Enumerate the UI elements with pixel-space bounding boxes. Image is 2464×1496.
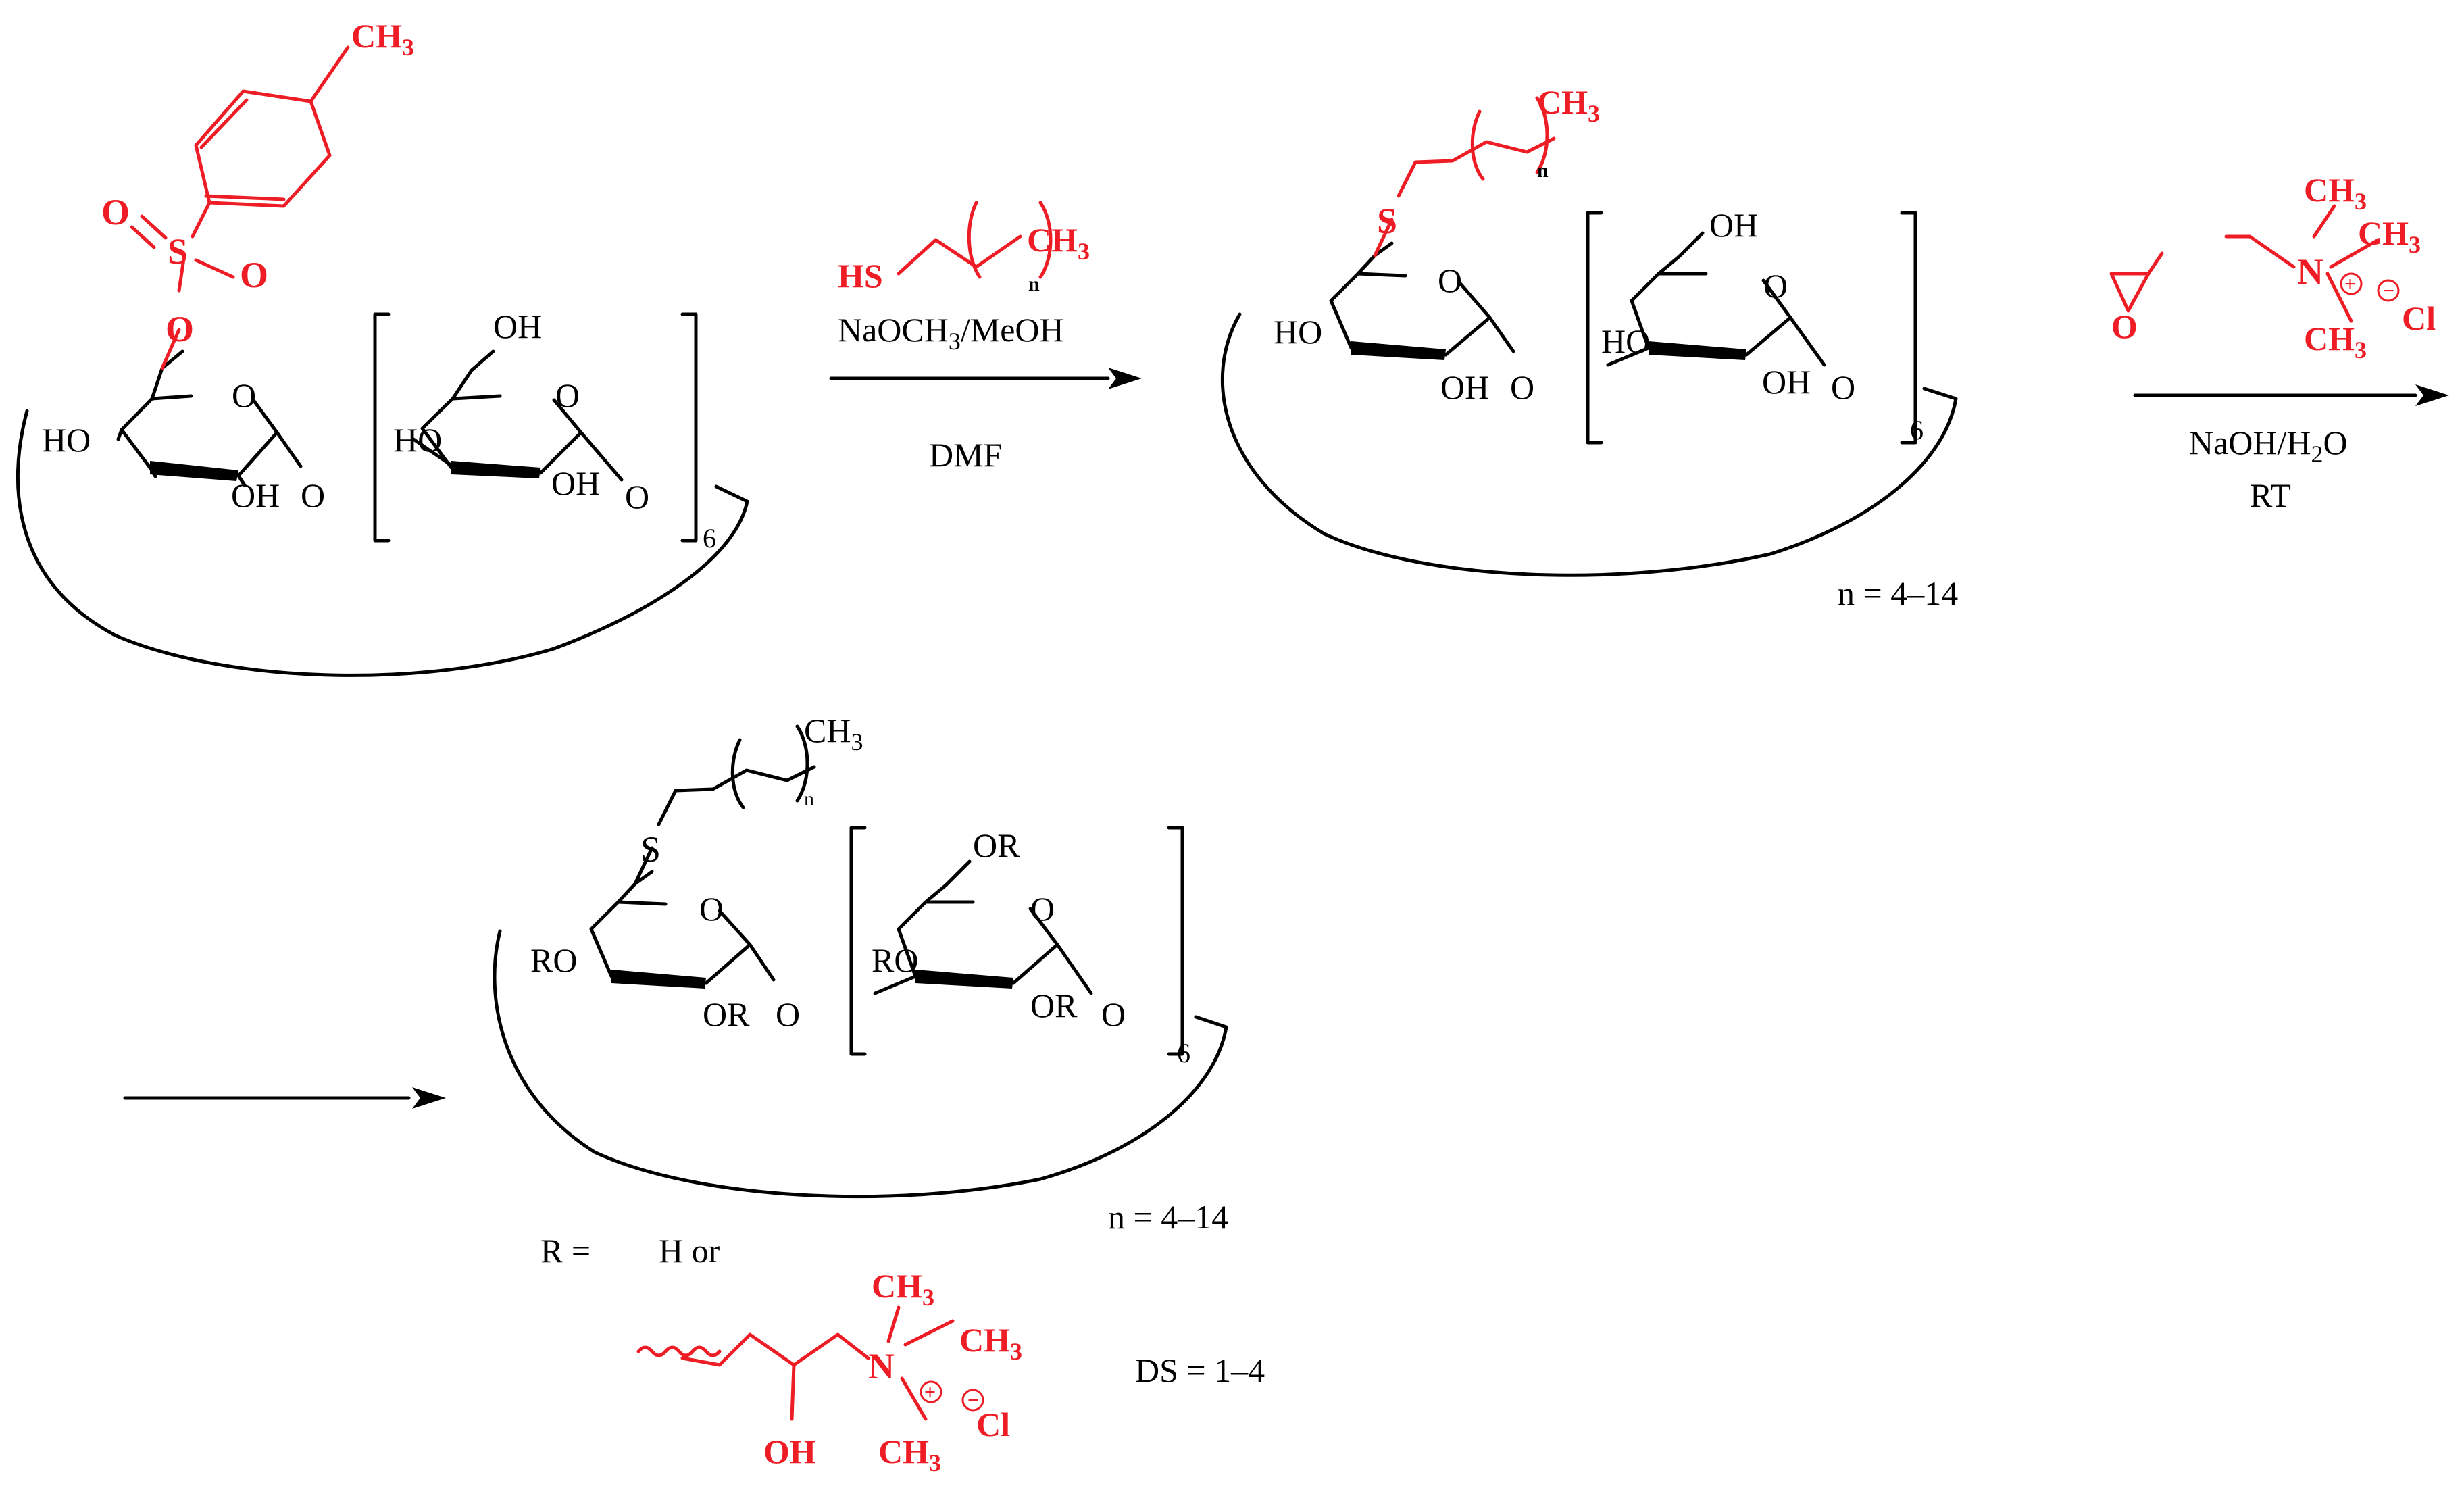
step-1-solvent: DMF xyxy=(929,436,1002,474)
step-2-reagent: NaOH/H2O xyxy=(2189,424,2348,468)
cation-charge-circle xyxy=(2340,272,2363,295)
chain-length-subscript: n xyxy=(804,788,814,810)
macrocycle-ring-3 xyxy=(493,929,1228,1199)
step-2-condition: RT xyxy=(2250,476,2291,514)
ring-oxygen: O xyxy=(699,890,724,928)
cationic-product: CH3 n S RO O OR O OR RO O OR O 6 n = 4–1… xyxy=(493,712,1228,1270)
hydroxyl-label: HO xyxy=(1274,313,1322,351)
hydroxyl-label: OH xyxy=(1762,363,1811,401)
ether-label: RO xyxy=(872,941,918,979)
methyl-label: CH3 xyxy=(351,17,414,61)
thiol-label: HS xyxy=(838,257,883,295)
sulfur-atom: S xyxy=(640,829,661,870)
chain-length-subscript: n xyxy=(1028,273,1040,295)
nitrogen-atom: N xyxy=(2297,251,2323,292)
hydroxyl-label: OH xyxy=(231,476,280,514)
step-3 xyxy=(123,1087,446,1109)
methyl-label: CH3 xyxy=(1537,83,1600,127)
glycosidic-oxygen: O xyxy=(776,995,800,1033)
degree-of-substitution-label: DS = 1–4 xyxy=(1135,1351,1265,1389)
hydroxyl-label: OH xyxy=(1440,368,1489,406)
cation-charge-circle xyxy=(920,1380,942,1403)
methyl-label: CH3 xyxy=(872,1267,934,1311)
ether-label: OR xyxy=(703,995,750,1033)
ether-label: RO xyxy=(530,941,577,979)
r-definition-label: R = xyxy=(540,1232,590,1270)
glucose-wedge-1b xyxy=(451,461,540,478)
tosyl-cyclodextrin: CH3 O S O O HO O OH O OH HO O OH O 6 xyxy=(16,17,749,677)
glycosidic-oxygen: O xyxy=(625,478,649,516)
wavy-attachment-bond xyxy=(636,1345,722,1357)
chloride-label: Cl xyxy=(2402,299,2436,337)
alkyl-chain-2 xyxy=(1373,96,1556,257)
repeat-count: 6 xyxy=(1177,1038,1190,1068)
macrocycle-ring-1 xyxy=(16,409,749,677)
ester-oxygen: O xyxy=(166,309,194,349)
anion-charge: − xyxy=(2383,280,2394,302)
step-2: O N CH3 CH3 CH3 + − Cl NaOH/H2O RT xyxy=(2109,171,2449,514)
cation-charge: + xyxy=(924,1381,936,1403)
hydroxyl-label: HO xyxy=(1601,322,1650,360)
methyl-label: CH3 xyxy=(2358,214,2421,258)
nitrogen-atom: N xyxy=(868,1346,895,1387)
thioether-cyclodextrin: S CH3 n HO O OH O OH HO O OH O 6 n = 4–1… xyxy=(1220,83,1958,612)
repeat-count: 6 xyxy=(1910,415,1924,445)
glycosidic-oxygen: O xyxy=(1101,995,1126,1033)
methyl-label: CH3 xyxy=(878,1432,941,1476)
sulfonyl-oxygen-1: O xyxy=(101,192,130,232)
methyl-label: CH3 xyxy=(959,1321,1022,1365)
glycosidic-oxygen: O xyxy=(301,476,325,514)
r-definition-value: H or xyxy=(659,1232,720,1270)
sulfonyl-oxygen-2: O xyxy=(240,255,268,295)
anion-charge-circle xyxy=(2377,279,2400,302)
chloride-label: Cl xyxy=(976,1405,1010,1443)
hydroxyl-label: OH xyxy=(763,1432,816,1470)
anion-charge: − xyxy=(967,1389,979,1412)
hydroxyl-label: HO xyxy=(42,421,91,459)
step-1-reagent: NaOCH3/MeOH xyxy=(838,311,1064,355)
glucose-wedge-1a xyxy=(150,461,238,481)
repeat-count: 6 xyxy=(703,523,716,553)
quaternary-ammonium-substituent: CH3 N CH3 CH3 + − Cl OH DS = 1–4 xyxy=(636,1267,1265,1476)
sulfur-atom: S xyxy=(168,231,188,272)
ether-label: OR xyxy=(973,826,1020,864)
hydroxyl-label: OH xyxy=(551,464,600,502)
tosyl-bonds xyxy=(130,45,350,370)
sulfur-atom: S xyxy=(1377,201,1397,241)
macrocycle-ring-2 xyxy=(1220,312,1958,577)
methyl-label: CH3 xyxy=(2304,320,2367,364)
chain-length-range: n = 4–14 xyxy=(1838,574,1958,612)
ring-oxygen: O xyxy=(555,376,580,414)
methyl-label: CH3 xyxy=(1027,221,1090,265)
chain-length-range: n = 4–14 xyxy=(1108,1198,1228,1236)
hydroxyl-label: OH xyxy=(1709,206,1758,244)
methyl-label: CH3 xyxy=(2304,171,2367,215)
ring-oxygen: O xyxy=(1763,267,1788,305)
ring-oxygen: O xyxy=(1030,890,1055,928)
ether-label: OR xyxy=(1030,987,1078,1024)
hydroxyl-label: HO xyxy=(393,421,442,459)
ring-oxygen: O xyxy=(232,376,256,414)
repeat-bracket-left-1 xyxy=(373,312,391,543)
methyl-label: CH3 xyxy=(804,712,863,755)
anion-charge-circle xyxy=(961,1389,984,1412)
hydroxyl-label: OH xyxy=(493,307,542,345)
thiol-chain xyxy=(897,201,1053,279)
glycosidic-oxygen: O xyxy=(1831,368,1855,406)
ring-oxygen: O xyxy=(1438,261,1462,299)
chain-length-subscript: n xyxy=(1537,159,1549,182)
step-1: HS CH3 n NaOCH3/MeOH DMF xyxy=(829,201,1142,474)
cation-charge: + xyxy=(2344,273,2356,295)
epoxide-oxygen: O xyxy=(2111,307,2138,345)
glycosidic-oxygen: O xyxy=(1510,368,1534,406)
epoxide-reagent xyxy=(2109,204,2380,323)
repeat-bracket-right-1 xyxy=(680,312,698,543)
